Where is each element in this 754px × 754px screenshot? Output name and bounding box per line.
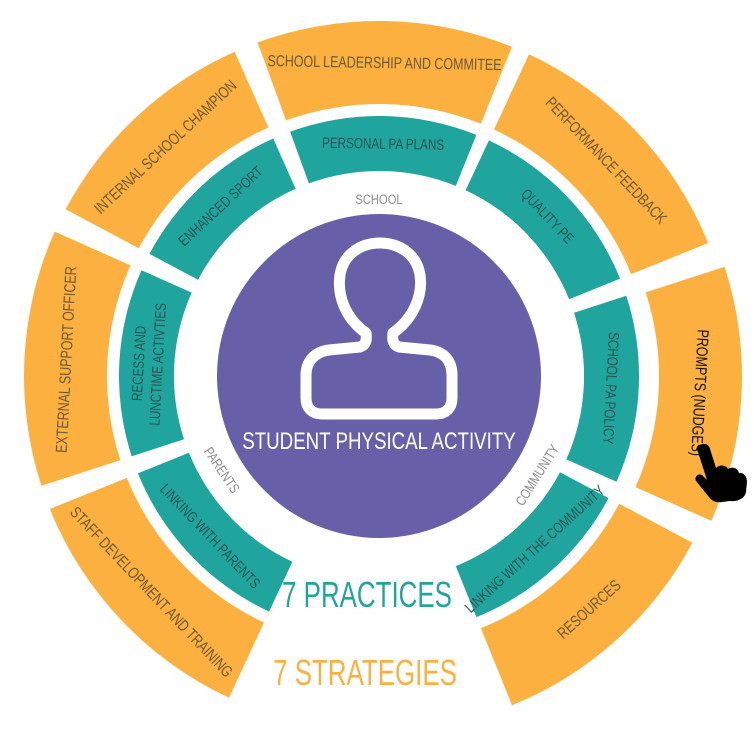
person-outline-icon: [300, 237, 458, 420]
strategies-title: 7 STRATEGIES: [273, 653, 457, 693]
center-label: STUDENT PHYSICAL ACTIVITY: [242, 428, 515, 455]
practice-label: LUNCTIME ACTIVTIES: [146, 303, 169, 426]
strategy-segment-shape: [494, 54, 709, 275]
strategy-segment-shape: [257, 20, 512, 124]
strategy-label: SCHOOL LEADERSHIP AND COMMITEE: [267, 53, 501, 75]
strategy-segment[interactable]: SCHOOL LEADERSHIP AND COMMITEE: [257, 20, 512, 124]
practice-segment-shape: [465, 140, 621, 300]
strategy-segment-shape: [480, 503, 693, 706]
practice-segment-shape: [149, 138, 296, 280]
practice-segment[interactable]: PERSONAL PA PLANS: [290, 115, 477, 186]
strategy-segment-shape: [65, 51, 269, 249]
practices-title: 7 PRACTICES: [282, 575, 452, 615]
practice-segment[interactable]: SCHOOL PA POLICY: [566, 295, 640, 482]
practice-segment-shape: [566, 295, 640, 482]
strategy-segment-shape: [24, 231, 131, 486]
practice-label: SCHOOL PA POLICY: [600, 332, 623, 445]
practice-segment-shape: [290, 115, 477, 186]
strategy-segment-shape: [49, 477, 264, 698]
practice-segment-shape: [137, 452, 293, 612]
strategy-segment-shape: [635, 266, 742, 521]
center-circle: [217, 214, 541, 538]
pointing-hand-cursor-icon: [695, 443, 747, 503]
practice-segment-shape: [455, 472, 609, 618]
practice-label: RECESS AND: [128, 325, 149, 401]
strategy-segment[interactable]: RESOURCES: [480, 503, 693, 706]
strategy-segment[interactable]: EXTERNAL SUPPORT OFFICER: [24, 231, 131, 486]
context-school-label: SCHOOL: [355, 192, 402, 207]
practice-segment-shape: [118, 270, 192, 457]
strategy-segment[interactable]: PROMPTS (NUDGES): [635, 266, 742, 521]
practice-label: PERSONAL PA PLANS: [322, 134, 444, 153]
